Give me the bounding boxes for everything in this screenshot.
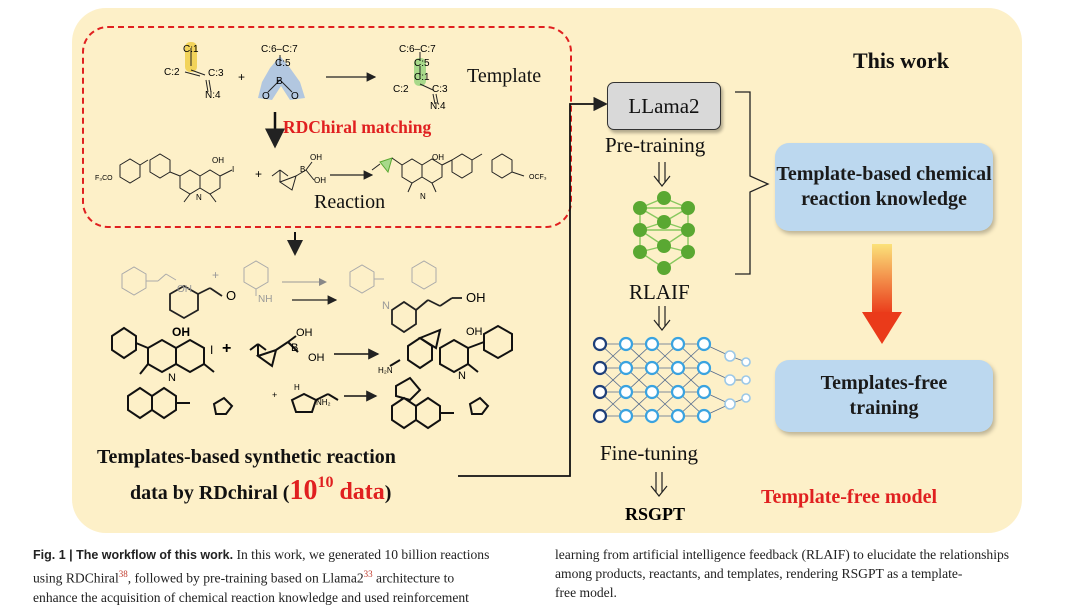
reaction-reactant-2 <box>271 161 315 191</box>
figure-caption-right: learning from artificial intelligence fe… <box>555 547 1010 600</box>
atom-label: B <box>300 165 306 174</box>
atom-label: OH <box>172 325 190 339</box>
atom-label: I <box>210 343 214 357</box>
atom-label: NH₂ <box>316 398 331 407</box>
plus-sign: + <box>238 70 246 84</box>
ten-exponent: 10 <box>317 474 334 491</box>
atom-label: C:1 <box>183 44 199 55</box>
template-reactant-2 <box>258 55 305 100</box>
this-work-label: This work <box>853 48 949 73</box>
caption-fig-label: Fig. 1 | The workflow of this work. <box>33 548 234 562</box>
atom-label: NH <box>258 294 273 305</box>
knowledge-box: Template-based chemical reaction knowled… <box>775 143 993 231</box>
data-word: data <box>333 479 385 505</box>
atom-label: N <box>420 192 426 201</box>
pipeline-double-arrows <box>650 162 671 497</box>
atom-label: OH <box>466 326 483 338</box>
figure-caption-left: Fig. 1 | The workflow of this work. In t… <box>33 547 490 605</box>
atom-label: OH <box>310 153 322 162</box>
atom-label: O <box>226 288 237 303</box>
atom-label: H₂N <box>378 366 393 375</box>
atom-label: N <box>458 370 466 382</box>
atom-label: N <box>168 372 176 384</box>
templates-free-training-box: Templates-free training <box>775 360 993 432</box>
atom-label: F₃CO <box>95 175 113 182</box>
atom-label: O <box>262 91 270 102</box>
atom-label: C:6–C:7 <box>399 44 436 55</box>
plus-sign: + <box>212 268 220 282</box>
atom-label: OH <box>296 327 313 339</box>
atom-label: N <box>196 193 202 202</box>
plus-sign: + <box>272 390 278 400</box>
atom-label: C:2 <box>393 84 409 95</box>
main-reaction <box>111 324 513 430</box>
finetuning-label: Fine-tuning <box>600 441 698 465</box>
pretraining-label: Pre-training <box>605 133 706 157</box>
template-product <box>414 52 439 105</box>
atom-label: C:5 <box>275 58 291 69</box>
atom-label: OH <box>432 153 444 162</box>
rlaif-network <box>633 191 695 275</box>
rdchiral-matching-label: RDChiral matching <box>283 117 432 137</box>
faded-reaction <box>121 260 437 296</box>
middle-reaction <box>169 284 462 334</box>
reaction-reactant-1 <box>119 153 233 203</box>
atom-label: OH <box>177 284 192 295</box>
data-connector <box>458 96 608 477</box>
rlaif-label: RLAIF <box>629 280 690 304</box>
atom-label: OCF₃ <box>529 174 547 181</box>
gradient-down-arrow <box>862 244 902 344</box>
synthetic-data-line1: Templates-based synthetic reaction <box>97 446 396 468</box>
atom-label: N <box>382 300 390 312</box>
reaction-label: Reaction <box>314 191 386 213</box>
atom-label: N:4 <box>205 90 221 101</box>
atom-label: C:6–C:7 <box>261 44 298 55</box>
atom-label: OH <box>466 290 486 305</box>
finetuning-network <box>592 336 751 424</box>
atom-label: B <box>291 342 299 354</box>
plus-sign: + <box>255 167 263 181</box>
atom-label: OH <box>308 352 325 364</box>
workflow-diagram <box>111 42 902 497</box>
plus-sign: + <box>222 340 232 357</box>
knowledge-bracket <box>735 91 770 275</box>
template-reactant-1 <box>184 42 212 93</box>
atom-label: C:5 <box>414 58 430 69</box>
ten-base: 10 <box>289 475 318 506</box>
figure-panel <box>72 8 1022 533</box>
reaction-product <box>371 153 525 193</box>
atom-label: C:3 <box>432 84 448 95</box>
template-dashed-box <box>82 26 572 228</box>
atom-label: I <box>232 165 235 174</box>
atom-label: C:3 <box>208 68 224 79</box>
atom-label: H <box>294 383 300 392</box>
ref-link[interactable]: 33 <box>363 569 373 579</box>
atom-label: OH <box>314 176 326 185</box>
atom-label: B <box>276 76 283 87</box>
llama2-box: LLama2 <box>607 82 721 130</box>
atom-label: OH <box>212 156 224 165</box>
ref-link[interactable]: 38 <box>118 569 128 579</box>
template-free-model-label: Template-free model <box>761 486 938 508</box>
atom-label: C:2 <box>164 67 180 78</box>
rsgpt-label: RSGPT <box>625 504 686 524</box>
atom-label: O <box>291 91 299 102</box>
synthetic-data-line2: data by RDchiral (1010 data) <box>130 474 392 506</box>
atom-label: C:1 <box>414 72 430 83</box>
atom-label: N:4 <box>430 101 446 112</box>
template-label: Template <box>467 65 542 87</box>
